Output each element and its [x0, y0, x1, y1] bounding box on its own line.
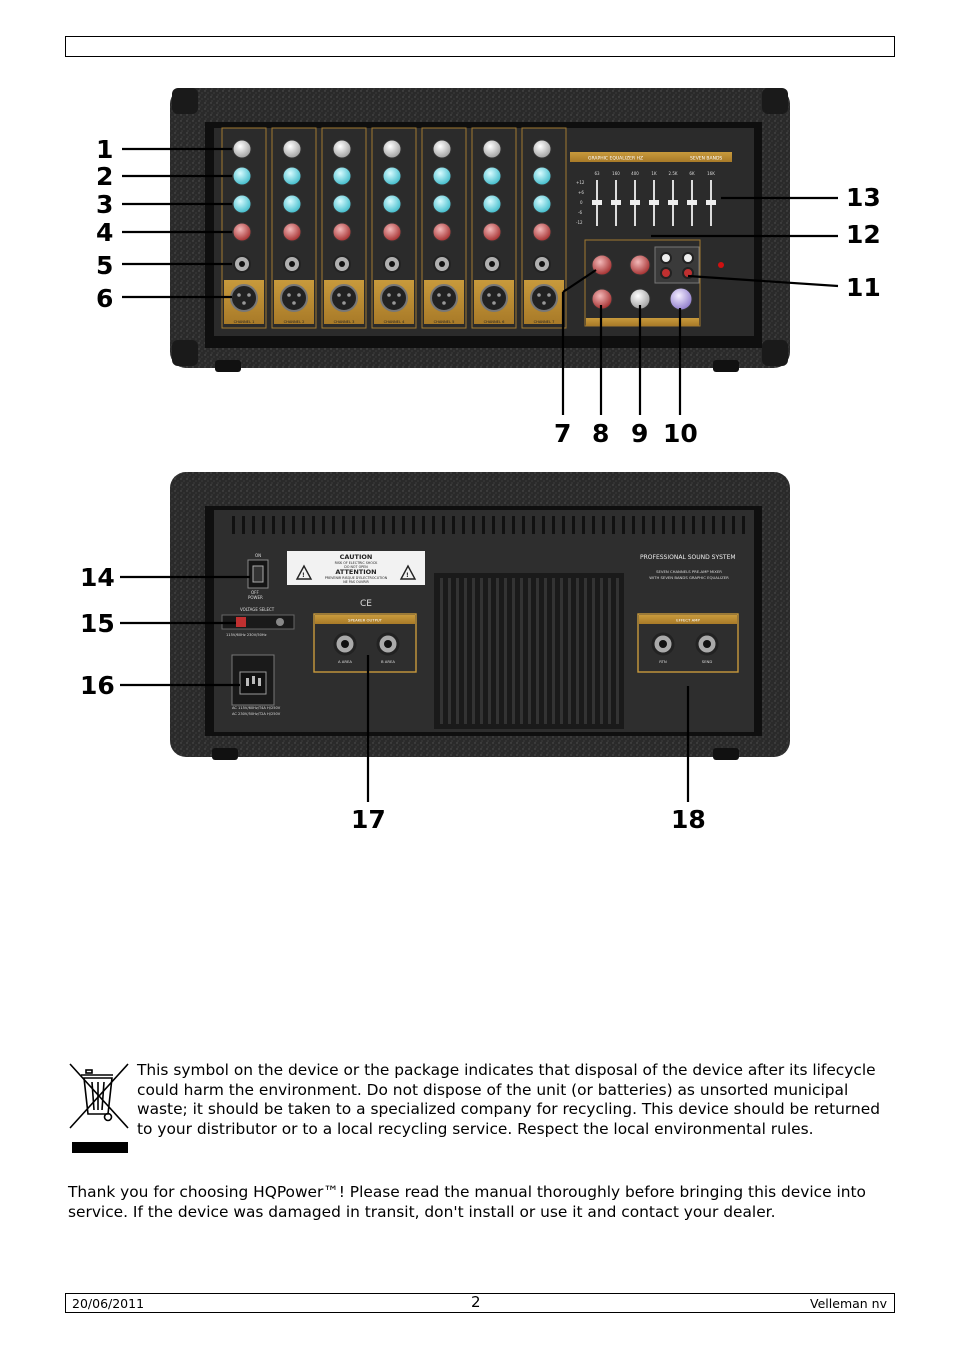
callout-3: 3 [96, 190, 114, 219]
ce-mark: CE [360, 599, 372, 609]
footer-page-number: 2 [471, 1293, 481, 1311]
svg-text:B AREA: B AREA [381, 659, 395, 664]
footer-date: 20/06/2011 [72, 1296, 145, 1311]
callout-5: 5 [96, 251, 114, 280]
rca-jack [660, 252, 672, 264]
callout-15: 15 [80, 609, 115, 638]
treble-master-knob [669, 287, 693, 311]
svg-text:RISK OF ELECTRIC SHOCK: RISK OF ELECTRIC SHOCK [335, 561, 379, 565]
svg-text:RTN: RTN [659, 659, 667, 664]
eq-scale-labels: +12 +6 0 -6 -12 [576, 180, 585, 225]
channel-label: CHANNEL 5 [434, 320, 455, 324]
rca-jack [660, 267, 672, 279]
svg-text:!: ! [406, 572, 409, 579]
effect-amp-panel [637, 613, 739, 673]
callout-6: 6 [96, 284, 114, 313]
channel-label: CHANNEL 1 [234, 320, 255, 324]
power-label: POWER [248, 595, 263, 600]
brand-line-2: WITH SEVEN BANDS GRAPHIC EQUALIZER [649, 575, 729, 580]
svg-text:EFFECT AMP: EFFECT AMP [676, 618, 700, 623]
svg-text:16K: 16K [707, 171, 715, 176]
callout-2: 2 [96, 162, 114, 191]
rear-panel-figure: ON OFF POWER VOLTAGE SELECT 115V/60Hz 23… [120, 472, 790, 802]
eq-freq-labels: 63 160 400 1K 2.5K 6K 16K [594, 171, 715, 176]
channel-label: CHANNEL 7 [534, 320, 555, 324]
gain-knob [232, 139, 252, 159]
voltage-select-label: VOLTAGE SELECT [240, 607, 275, 612]
brand-title: PROFESSIONAL SOUND SYSTEM [640, 554, 736, 561]
svg-text:400: 400 [631, 171, 639, 176]
eq-sliders [592, 180, 716, 226]
svg-text:+6: +6 [578, 190, 584, 195]
svg-text:A AREA: A AREA [338, 659, 352, 664]
brand-line-1: SEVEN CHANNELS PRE-AMP MIXER [656, 569, 722, 574]
thank-you-text: Thank you for choosing HQPower™! Please … [68, 1183, 866, 1221]
svg-text:SEND: SEND [702, 659, 713, 664]
svg-text:0: 0 [580, 200, 583, 205]
voltage-options: 115V/60Hz 230V/50Hz [226, 633, 267, 637]
callout-14: 14 [80, 563, 115, 592]
callout-12: 12 [846, 220, 881, 249]
svg-text:63: 63 [594, 171, 600, 176]
graphic-equalizer: GRAPHIC EQUALIZER HZ SEVEN BANDS 63 160 … [570, 152, 732, 226]
callout-17: 17 [351, 805, 386, 834]
callout-8: 8 [592, 419, 610, 448]
channel-strips [221, 127, 567, 329]
record-knob [629, 254, 651, 276]
treble-knob [232, 166, 252, 186]
svg-text:6K: 6K [689, 171, 695, 176]
svg-text:NE PAS OUVRIR: NE PAS OUVRIR [343, 580, 369, 584]
svg-text:1K: 1K [651, 171, 657, 176]
callout-13: 13 [846, 183, 881, 212]
eq-bands-label: SEVEN BANDS [690, 156, 722, 162]
svg-text:DO NOT OPEN: DO NOT OPEN [344, 565, 368, 569]
callout-9: 9 [631, 419, 649, 448]
callout-7: 7 [554, 419, 572, 448]
svg-text:PREVENIR RISQUE D'ELECTROCUTIO: PREVENIR RISQUE D'ELECTROCUTION [325, 576, 388, 580]
volume-knob [232, 222, 252, 242]
svg-text:ATTENTION: ATTENTION [335, 568, 376, 576]
vent-slots [232, 516, 745, 534]
callout-11: 11 [846, 273, 881, 302]
svg-text:!: ! [302, 572, 305, 579]
callout-10: 10 [663, 419, 698, 448]
rca-jack [682, 252, 694, 264]
eq-title: GRAPHIC EQUALIZER HZ [588, 156, 643, 162]
power-on-label: ON [255, 553, 261, 558]
page-header-box [65, 36, 895, 57]
speaker-output-panel [313, 613, 417, 673]
channel-labels: CHANNEL 1 CHANNEL 2 CHANNEL 3 CHANNEL 4 … [234, 320, 555, 324]
front-panel-figure: CHANNEL 1 CHANNEL 2 CHANNEL 3 CHANNEL 4 … [122, 88, 839, 415]
page-footer: 20/06/2011 2 Velleman nv [65, 1293, 895, 1313]
channel-strip [221, 127, 267, 329]
svg-text:2.5K: 2.5K [669, 171, 678, 176]
power-off-label: OFF [251, 590, 259, 595]
footer-company: Velleman nv [810, 1296, 887, 1311]
weee-disposal-text: This symbol on the device or the package… [137, 1061, 880, 1138]
svg-text:-12: -12 [576, 220, 583, 225]
weee-bin-icon [69, 1063, 129, 1153]
ac-rating-1: AC 115V/60Hz/T4A H/250V [232, 706, 281, 710]
callout-18: 18 [671, 805, 706, 834]
rear-callout-lines [120, 575, 690, 802]
svg-text:-6: -6 [578, 210, 582, 215]
power-led [718, 262, 724, 268]
bass-knob [232, 194, 252, 214]
master-section [584, 239, 724, 327]
xlr-input [230, 284, 258, 312]
channel-label: CHANNEL 4 [384, 320, 405, 324]
channel-label: CHANNEL 3 [334, 320, 355, 324]
svg-text:+12: +12 [576, 180, 585, 185]
svg-text:SPEAKER OUTPUT: SPEAKER OUTPUT [348, 618, 383, 623]
channel-label: CHANNEL 2 [284, 320, 305, 324]
front-callout-lines [122, 147, 839, 415]
callout-4: 4 [96, 218, 114, 247]
svg-text:160: 160 [612, 171, 620, 176]
callout-16: 16 [80, 671, 115, 700]
effect-knob [591, 254, 613, 276]
svg-text:CAUTION: CAUTION [340, 553, 373, 561]
callout-1: 1 [96, 135, 114, 164]
channel-label: CHANNEL 6 [484, 320, 505, 324]
ac-rating-2: AC 230V/50Hz/T2A H/250V [232, 712, 281, 716]
